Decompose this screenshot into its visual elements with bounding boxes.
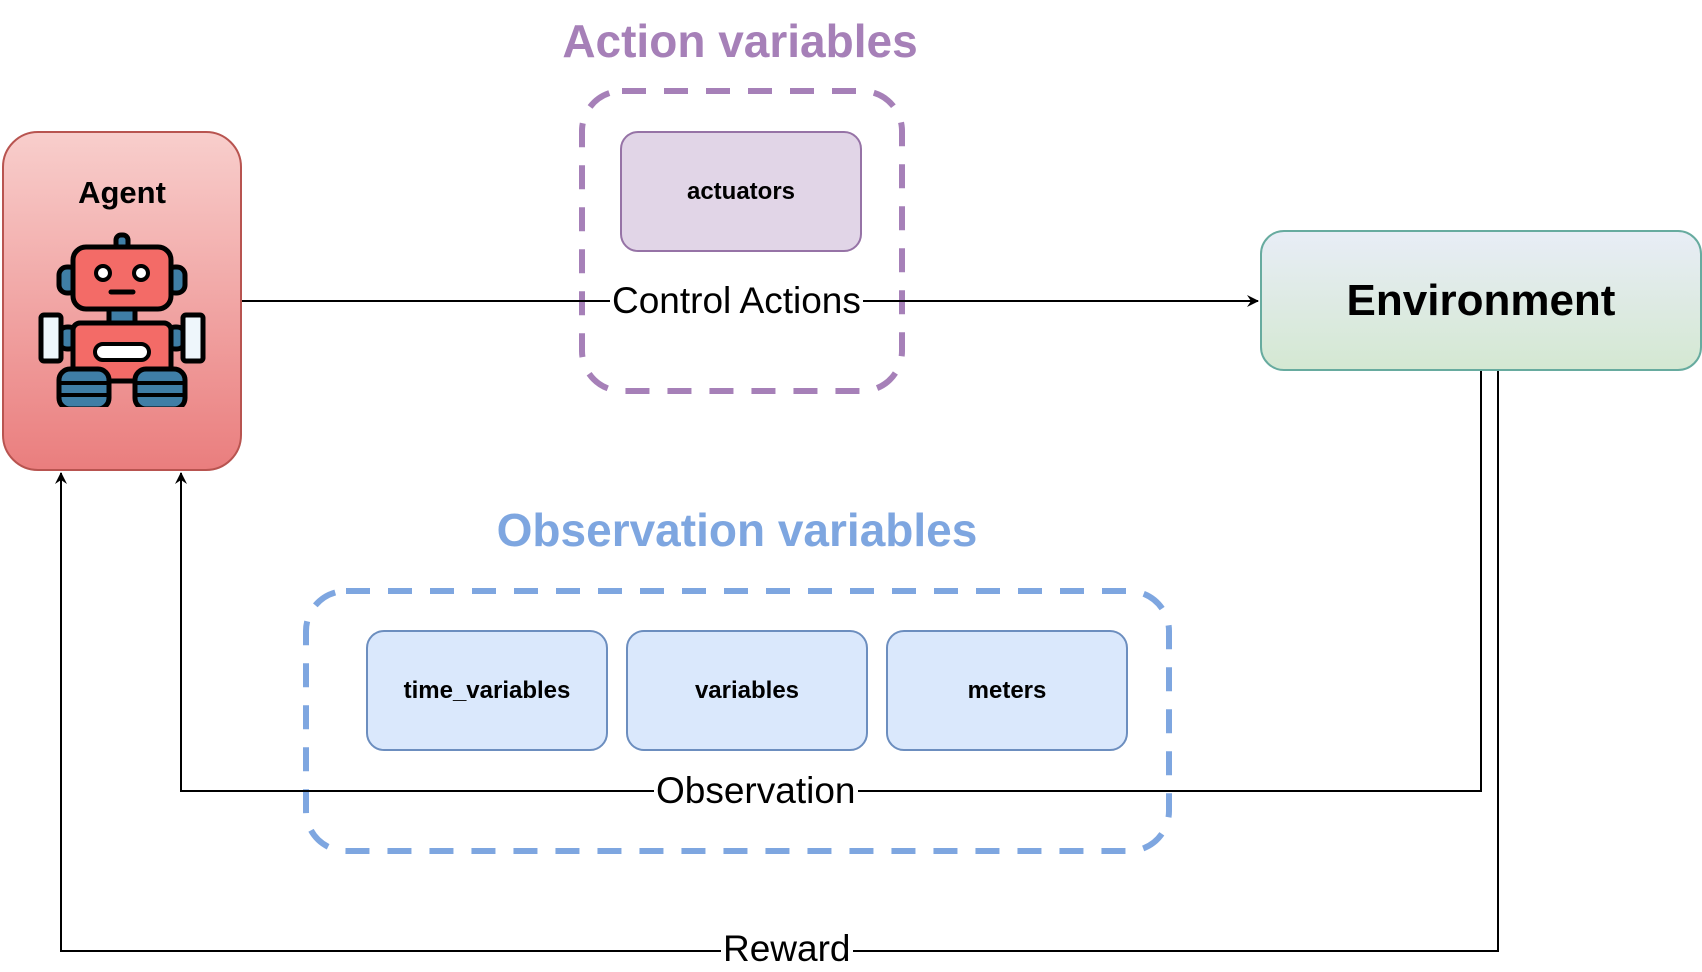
variables-node[interactable]: variables <box>626 630 868 751</box>
time-variables-node[interactable]: time_variables <box>366 630 608 751</box>
control-actions-label: Control Actions <box>610 280 863 322</box>
agent-node[interactable]: Agent <box>2 131 242 471</box>
environment-node[interactable]: Environment <box>1260 230 1702 371</box>
observation-group-frame <box>303 588 1172 854</box>
action-group-title: Action variables <box>562 15 918 67</box>
observation-group-title: Observation variables <box>496 504 978 556</box>
meters-node[interactable]: meters <box>886 630 1128 751</box>
reward-label: Reward <box>721 928 853 970</box>
actuators-node[interactable]: actuators <box>620 131 862 252</box>
observation-label: Observation <box>654 770 858 812</box>
agent-label: Agent <box>78 175 166 210</box>
robot-icon <box>38 232 206 407</box>
